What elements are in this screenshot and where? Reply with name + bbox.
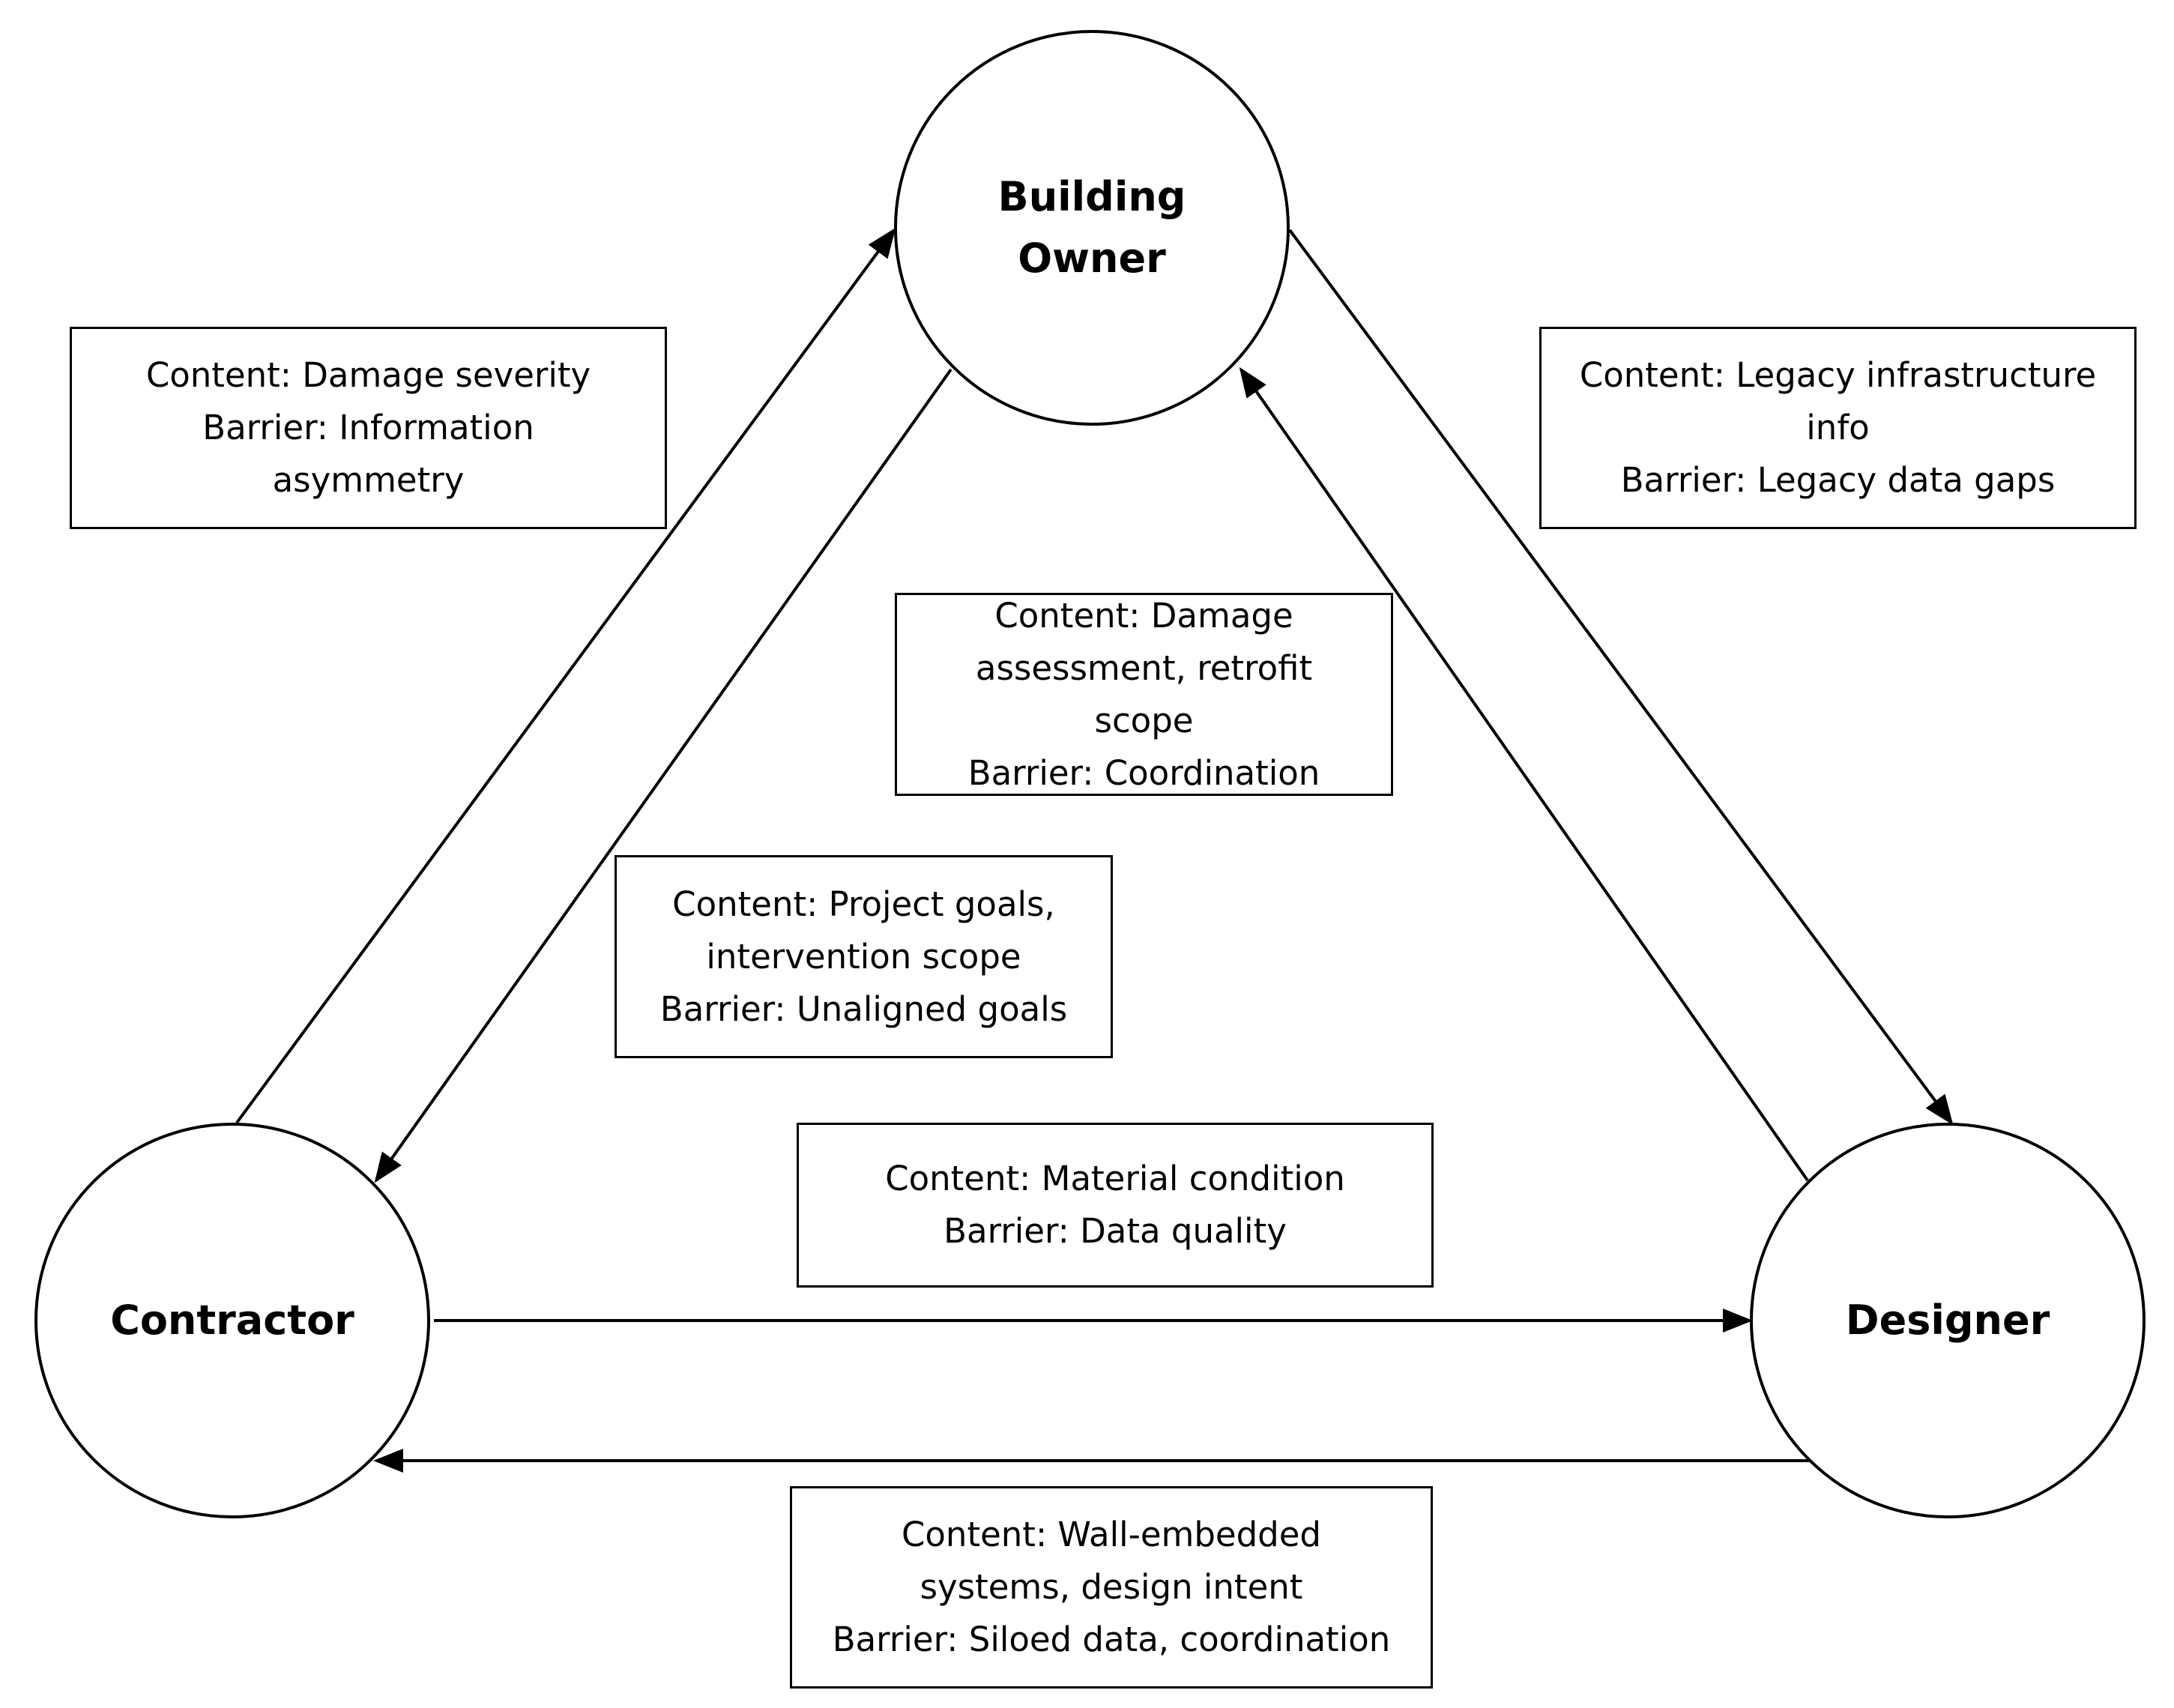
contractor-node: Contractor — [34, 1123, 430, 1518]
contractor-to-designer-text: Content: Material condition Barrier: Dat… — [885, 1159, 1345, 1251]
contractor-label: Contractor — [110, 1297, 354, 1344]
designer-label: Designer — [1845, 1297, 2050, 1344]
designer-to-contractor-info-box: Content: Wall-embedded systems, design i… — [790, 1486, 1433, 1689]
arrow-owner-to-designer — [1288, 229, 1954, 1126]
owner-to-designer-text: Content: Legacy infrastructure info Barr… — [1579, 355, 2097, 500]
arrow-contractor-to-owner — [235, 227, 896, 1124]
designer-to-contractor-text: Content: Wall-embedded systems, design i… — [832, 1515, 1391, 1659]
arrow-owner-to-contractor — [374, 368, 952, 1183]
designer-node: Designer — [1750, 1123, 2146, 1518]
building-owner-node: Building Owner — [894, 30, 1290, 426]
owner-to-contractor-info-box: Content: Project goals, intervention sco… — [615, 855, 1113, 1058]
contractor-to-designer-info-box: Content: Material condition Barrier: Dat… — [797, 1123, 1434, 1288]
contractor-to-owner-info-box: Content: Damage severity Barrier: Inform… — [70, 327, 667, 529]
owner-to-contractor-text: Content: Project goals, intervention sco… — [659, 884, 1068, 1029]
contractor-to-owner-text: Content: Damage severity Barrier: Inform… — [145, 355, 591, 500]
designer-to-owner-info-box: Content: Damage assessment, retrofit sco… — [895, 593, 1393, 796]
owner-to-designer-info-box: Content: Legacy infrastructure info Barr… — [1539, 327, 2137, 529]
arrow-designer-to-owner — [1239, 366, 1809, 1182]
designer-to-owner-text: Content: Damage assessment, retrofit sco… — [967, 595, 1320, 793]
building-owner-label: Building Owner — [997, 173, 1186, 282]
